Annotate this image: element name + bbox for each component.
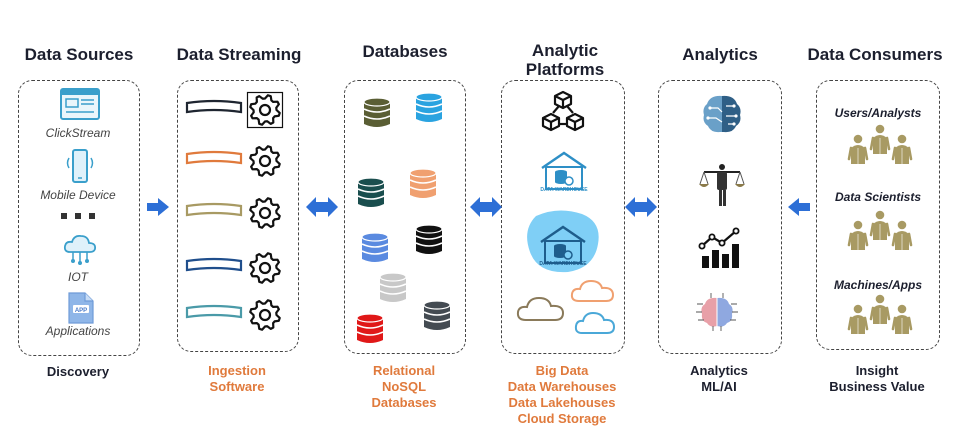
database-icon: [379, 272, 407, 302]
people-group-icon: [847, 210, 913, 250]
database-icon: [356, 313, 384, 343]
title-analytics: Analytics: [682, 45, 758, 64]
source-label-clickstream: ClickStream: [45, 126, 111, 140]
pipeline-icon: [185, 202, 243, 217]
gear-icon: [246, 91, 284, 129]
cloud-storage-icon-blue: [574, 311, 616, 334]
app-file-icon: APP: [68, 292, 94, 324]
cloud-storage-icon-tan: [516, 296, 565, 321]
gear-icon: [249, 299, 281, 331]
people-group-icon: [847, 124, 913, 164]
footer-platform-types: Big Data Data Warehouses Data Lakehouses…: [507, 363, 617, 426]
database-icon: [415, 92, 443, 122]
database-icon: [357, 177, 385, 207]
footer-discovery: Discovery: [46, 364, 110, 379]
arrow-both-streaming-databases: [306, 197, 338, 217]
bar-chart-icon: [698, 227, 740, 268]
data-lakehouse-icon: [540, 225, 586, 264]
balance-scale-icon: [699, 164, 745, 206]
data-warehouse-icon: [541, 151, 587, 190]
ai-brain-icon: [703, 95, 741, 133]
database-icon: [415, 224, 443, 254]
pipeline-icon: [185, 304, 243, 319]
database-icon: [361, 232, 389, 262]
svg-text:APP: APP: [75, 308, 87, 314]
pipeline-icon: [185, 257, 243, 272]
cloud-storage-icon-orange: [570, 279, 615, 302]
cloud-network-icon: [63, 234, 97, 265]
big-data-cubes-icon: [541, 90, 585, 132]
source-label-mobile-device: Mobile Device: [40, 188, 116, 202]
browser-window-icon: [60, 88, 100, 120]
database-icon: [409, 168, 437, 198]
database-icon: [363, 97, 391, 127]
footer-relational-nosql: Relational NoSQL Databases: [371, 363, 437, 410]
consumer-label-machines-apps: Machines/Apps: [833, 278, 923, 292]
arrow-both-databases-platforms: [470, 197, 502, 217]
arrow-right-sources-to-streaming: [147, 198, 169, 216]
title-data-consumers: Data Consumers: [807, 45, 943, 64]
pipeline-icon: [185, 150, 243, 165]
database-icon: [423, 300, 451, 330]
mobile-phone-icon: [66, 149, 94, 183]
footer-insight-business-value: Insight Business Value: [829, 363, 925, 394]
source-label-iot: IOT: [68, 270, 88, 284]
more-dots-icon: [61, 213, 95, 219]
circuit-brain-icon: [696, 293, 738, 331]
title-data-streaming: Data Streaming: [176, 45, 302, 64]
consumer-label-data-scientists: Data Scientists: [834, 190, 922, 204]
gear-icon: [249, 252, 281, 284]
source-label-applications: Applications: [45, 324, 111, 338]
footer-analytics-ml-ai: Analytics ML/AI: [690, 363, 748, 394]
pipeline-icon: [185, 99, 243, 114]
gear-icon: [249, 197, 281, 229]
consumer-label-users-analysts: Users/Analysts: [834, 106, 922, 120]
title-data-sources: Data Sources: [24, 45, 134, 64]
arrow-both-platforms-analytics: [625, 197, 657, 217]
footer-ingestion-software: Ingestion Software: [208, 363, 266, 394]
title-analytic-platforms: Analytic Platforms: [525, 41, 605, 79]
title-databases: Databases: [362, 42, 448, 61]
people-group-icon: [847, 294, 913, 334]
gear-icon: [249, 145, 281, 177]
lakehouse-caption: DATA WAREHOUSE: [539, 261, 587, 267]
warehouse-caption: DATA WAREHOUSE: [540, 187, 588, 193]
arrow-left-consumers-to-analytics: [788, 198, 810, 216]
